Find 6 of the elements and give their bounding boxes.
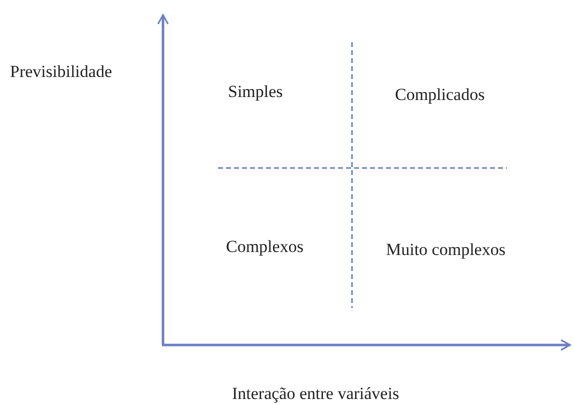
quadrant-label: Muito complexos bbox=[386, 240, 506, 260]
quadrant-label: Simples bbox=[228, 82, 283, 102]
quadrant-label: Complexos bbox=[226, 237, 304, 257]
axis-label: Previsibilidade bbox=[10, 62, 112, 82]
quadrant-label: Complicados bbox=[395, 85, 485, 105]
axis-label: Interação entre variáveis bbox=[232, 384, 400, 404]
